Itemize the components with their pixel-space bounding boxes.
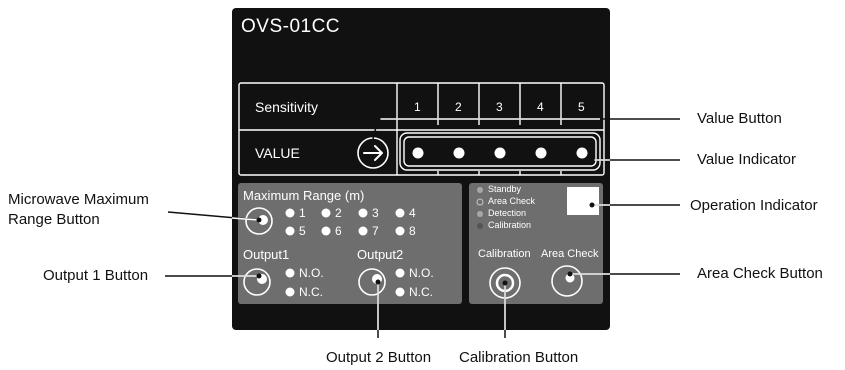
output1-button[interactable] <box>243 268 271 296</box>
range-option-5: 5 <box>299 224 306 238</box>
arrow-right-icon <box>363 145 383 161</box>
output2-label: Output2 <box>357 247 404 262</box>
sensitivity-table <box>238 82 605 176</box>
leader-dots <box>256 116 595 286</box>
range-option-2: 2 <box>335 206 342 220</box>
value-button-leader <box>372 118 379 140</box>
range-output-panel <box>238 183 462 304</box>
area-check-label: Area Check <box>541 248 599 260</box>
calibration-label: Calibration <box>478 248 531 260</box>
output1-nc-label: N.C. <box>299 285 323 299</box>
output1-no-label: N.O. <box>299 266 324 280</box>
output2-callout: Output 2 Button <box>326 349 432 366</box>
status-area-check: Area Check <box>488 196 536 206</box>
value-indicator-callout: Value Indicator <box>697 151 796 168</box>
range-option-7: 7 <box>372 224 379 238</box>
sensitivity-level-5: 5 <box>578 100 585 114</box>
max-range-button[interactable] <box>245 207 273 235</box>
value-button-callout: Value Button <box>697 110 782 127</box>
output2-indicators <box>395 268 405 297</box>
area-check-led <box>476 198 484 206</box>
calibration-led <box>477 223 483 229</box>
value-button[interactable] <box>357 137 389 169</box>
operation-indicator-callout: Operation Indicator <box>690 197 818 214</box>
sensitivity-level-3: 3 <box>496 100 503 114</box>
sensitivity-level-2: 2 <box>455 100 462 114</box>
status-detection: Detection <box>488 208 527 218</box>
detection-led <box>477 211 483 217</box>
sensitivity-level-4: 4 <box>537 100 544 114</box>
device-title: OVS-01CC <box>241 16 341 37</box>
microwave-callout-line1: Microwave Maximum <box>8 191 149 208</box>
leader-lines-inner <box>231 118 610 330</box>
output2-no-label: N.O. <box>409 266 434 280</box>
value-label: VALUE <box>255 145 300 161</box>
status-calibration: Calibration <box>488 220 532 230</box>
output2-nc-label: N.C. <box>409 285 433 299</box>
value-dot-3 <box>494 147 506 159</box>
value-indicator <box>412 147 588 159</box>
sensitivity-level-1: 1 <box>414 100 421 114</box>
range-option-3: 3 <box>372 206 379 220</box>
sensitivity-label: Sensitivity <box>255 99 319 115</box>
value-dot-4 <box>535 147 547 159</box>
range-option-4: 4 <box>409 206 416 220</box>
value-dot-1 <box>412 147 424 159</box>
output2-button[interactable] <box>358 268 386 296</box>
calibration-callout: Calibration Button <box>459 349 579 366</box>
value-dot-2 <box>453 147 465 159</box>
range-option-8: 8 <box>409 224 416 238</box>
value-dot-5 <box>576 147 588 159</box>
status-leds <box>476 187 484 229</box>
status-standby: Standby <box>488 184 522 194</box>
range-option-1: 1 <box>299 206 306 220</box>
microwave-callout-line2: Range Button <box>8 211 100 228</box>
max-range-label: Maximum Range (m) <box>243 188 365 203</box>
standby-led <box>477 187 483 193</box>
operation-indicator <box>567 187 599 215</box>
max-range-indicators <box>285 208 405 236</box>
output1-callout: Output 1 Button <box>43 267 149 284</box>
range-option-6: 6 <box>335 224 342 238</box>
area-check-button[interactable] <box>551 265 583 297</box>
output1-label: Output1 <box>243 247 290 262</box>
output1-indicators <box>285 268 295 297</box>
area-check-callout: Area Check Button <box>697 265 823 282</box>
